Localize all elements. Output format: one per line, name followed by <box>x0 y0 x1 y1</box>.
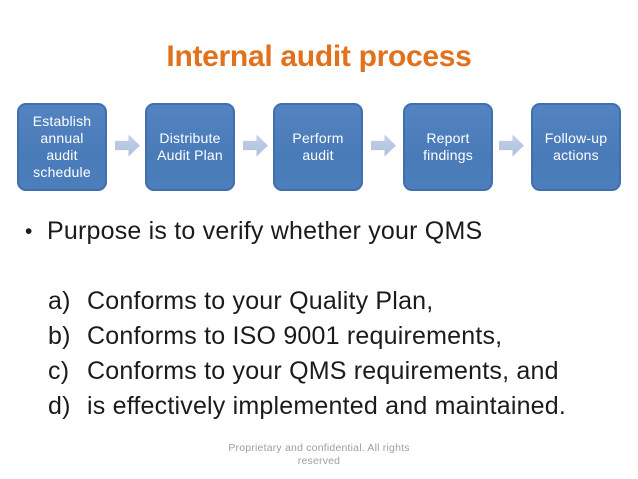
bullet-icon: • <box>25 220 33 243</box>
step-label-line: Report <box>426 130 470 146</box>
list-item-label: a) <box>48 287 71 315</box>
process-flow-diagram: Establish annual audit schedule Distribu… <box>0 0 638 200</box>
process-step-distribute-audit-plan: Distribute Audit Plan <box>145 103 235 191</box>
step-label-line: Audit Plan <box>157 147 223 163</box>
footer-line: reserved <box>297 455 341 467</box>
list-item: c) Conforms to your QMS requirements, an… <box>48 354 566 389</box>
footer-confidentiality-note: Proprietary and confidential. All rights… <box>0 442 638 468</box>
right-arrow-icon <box>243 134 268 157</box>
process-step-perform-audit: Perform audit <box>273 103 363 191</box>
right-arrow-icon <box>371 134 396 157</box>
step-label-line: audit <box>46 147 78 163</box>
process-step-follow-up-actions: Follow-up actions <box>531 103 621 191</box>
step-label-line: actions <box>553 147 599 163</box>
process-step-report-findings: Report findings <box>403 103 493 191</box>
step-label-line: Establish <box>32 113 92 129</box>
list-item-text: Conforms to your Quality Plan, <box>87 287 434 315</box>
step-label-line: Perform <box>292 130 344 146</box>
step-label-line: annual <box>40 130 84 146</box>
step-label-line: audit <box>302 147 334 163</box>
step-label-line: schedule <box>33 164 91 180</box>
list-item: d) is effectively implemented and mainta… <box>48 389 566 424</box>
list-item-text: Conforms to ISO 9001 requirements, <box>87 322 503 350</box>
step-label-line: findings <box>423 147 473 163</box>
process-step-establish-annual-audit-schedule: Establish annual audit schedule <box>17 103 107 191</box>
purpose-bullet-row: • Purpose is to verify whether your QMS <box>25 216 482 247</box>
purpose-text: Purpose is to verify whether your QMS <box>47 217 483 245</box>
list-item: a) Conforms to your Quality Plan, <box>48 284 566 319</box>
page-title: Internal audit process <box>166 40 472 73</box>
step-label-line: Distribute <box>159 130 221 146</box>
list-item-label: c) <box>48 357 70 385</box>
list-item-label: b) <box>48 322 71 350</box>
right-arrow-icon <box>115 134 140 157</box>
list-item: b) Conforms to ISO 9001 requirements, <box>48 319 566 354</box>
step-label-line: Follow-up <box>544 130 608 146</box>
right-arrow-icon <box>499 134 524 157</box>
list-item-text: Conforms to your QMS requirements, and <box>87 357 559 385</box>
criteria-list: a) Conforms to your Quality Plan, b) Con… <box>48 284 566 424</box>
footer-line: Proprietary and confidential. All rights <box>228 442 410 454</box>
list-item-text: is effectively implemented and maintaine… <box>87 392 567 420</box>
list-item-label: d) <box>48 392 71 420</box>
